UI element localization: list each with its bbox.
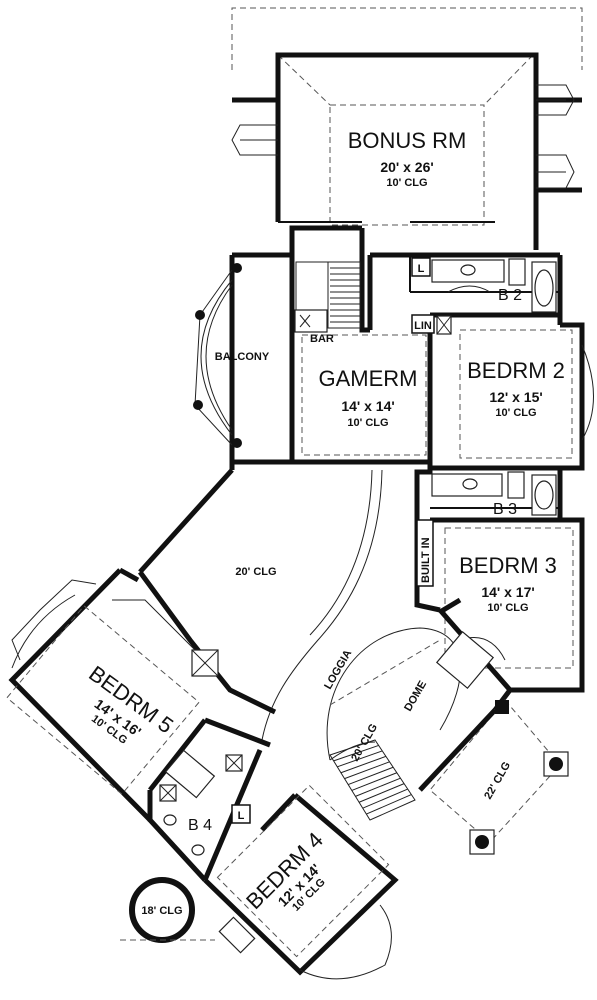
- built-in-label: BUILT IN: [420, 537, 432, 583]
- bedrm2-ceiling-outline: [459, 329, 573, 459]
- bedrm2-bath2-walls: [409, 255, 594, 471]
- bath2-label: B 2: [498, 287, 522, 304]
- stair-tread: [362, 788, 408, 809]
- bar-label: BAR: [310, 333, 334, 345]
- stair-tread: [366, 794, 412, 815]
- bonus-room-name: BONUS RM: [348, 128, 467, 153]
- linen-closet: [436, 315, 452, 335]
- bedrm4-label: BEDRM 4 12' x 14' 10' CLG: [241, 827, 328, 914]
- stair-tread: [348, 766, 394, 786]
- gamerm-dims: 14' x 14': [341, 398, 394, 414]
- bath4-fixtures: [159, 749, 243, 856]
- bath4-label: B 4: [188, 817, 212, 834]
- toilet-closet-box-4: [231, 804, 251, 824]
- bath3-label: B 3: [493, 501, 517, 518]
- stair-tread: [337, 750, 383, 768]
- gamerm-clg: 10' CLG: [347, 417, 388, 429]
- turret-clg-label: 18' CLG: [141, 905, 182, 917]
- toilet-label-bath2: L: [418, 263, 425, 275]
- stair-tread: [340, 755, 387, 774]
- linen-label: LIN: [414, 320, 432, 332]
- bedrm2-dims: 12' x 15': [489, 389, 542, 405]
- built-in-box: [416, 519, 434, 587]
- porch: [418, 699, 569, 855]
- bonus-roof-outline: [231, 7, 583, 226]
- dome-outline: [329, 639, 441, 706]
- bedrm2-name: BEDRM 2: [467, 358, 565, 383]
- stair-tread: [351, 772, 398, 791]
- bedrm4-walls: [203, 793, 399, 980]
- stair-tread: [355, 777, 401, 797]
- balcony-label: BALCONY: [215, 351, 270, 363]
- bedrm3-ceiling-outline: [444, 527, 574, 669]
- stair-tread: [358, 783, 405, 803]
- toilet-label-bath4: L: [238, 810, 245, 822]
- loggia-label: LOGGIA: [322, 648, 354, 692]
- bonus-room-dims: 20' x 26': [380, 159, 433, 175]
- bedrm3-name: BEDRM 3: [459, 553, 557, 578]
- stair-tread: [333, 744, 379, 762]
- turret: [120, 877, 215, 943]
- linen-closet-box: [411, 314, 435, 334]
- bath2-fixtures: [431, 258, 557, 313]
- balcony-bay: [193, 263, 242, 448]
- gamerm-ceiling-outline: [301, 334, 427, 456]
- bedrm4-ceiling-outline: [216, 784, 390, 958]
- balcony-gamerm-walls: [229, 225, 560, 470]
- bedrm5-walls: [8, 567, 207, 822]
- bedrm5-closet: [112, 599, 219, 677]
- bath3-fixtures: [431, 471, 557, 516]
- toilet-closet-box-2: [411, 257, 431, 277]
- dome-label: DOME: [402, 679, 429, 714]
- lower-stair: [329, 739, 416, 821]
- gamerm-name: GAMERM: [319, 366, 418, 391]
- bedrm5-ceiling-outline: [6, 605, 200, 795]
- dormers: [231, 84, 575, 189]
- stair-tread: [344, 761, 390, 780]
- gamerm-stair: [295, 261, 361, 329]
- bar-counter: [294, 309, 328, 333]
- bedrm3-bath3-walls: [414, 468, 585, 693]
- bedrm3-dims: 14' x 17': [481, 584, 534, 600]
- bedrm5-label: BEDRM 5 14' x 16' 10' CLG: [84, 661, 178, 747]
- bedrm3-clg: 10' CLG: [487, 602, 528, 614]
- open-area-clg-label: 20' CLG: [235, 566, 276, 578]
- porch-clg-label: 22' CLG: [482, 760, 513, 802]
- bonus-room-clg: 10' CLG: [386, 177, 427, 189]
- open-area-walls: [137, 468, 383, 741]
- bedrm2-clg: 10' CLG: [495, 407, 536, 419]
